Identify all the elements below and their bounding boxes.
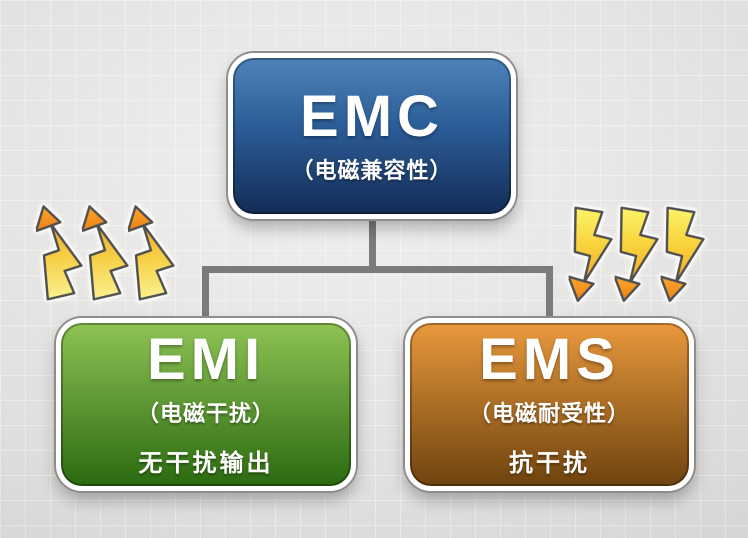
- node-ems-title: EMS: [479, 327, 620, 392]
- lightning-bolts-group: [568, 206, 707, 306]
- node-emi-note: 无干扰输出: [138, 450, 274, 477]
- emission-arrows-group: [34, 202, 176, 302]
- lightning-bolt-icon: [568, 206, 613, 302]
- node-emi-title: EMI: [146, 327, 266, 392]
- node-emc-title: EMC: [300, 83, 444, 149]
- lightning-bolt-icon: [660, 206, 705, 302]
- node-emi-subtitle: （电磁干扰）: [136, 401, 275, 426]
- connector-left-vertical: [202, 266, 209, 323]
- node-emi: EMI （电磁干扰） 无干扰输出: [56, 318, 356, 491]
- lightning-bolt-icon: [614, 206, 659, 302]
- node-ems-note: 抗干扰: [509, 450, 590, 477]
- connector-right-vertical: [546, 266, 553, 323]
- zigzag-up-arrow-icon: [80, 205, 129, 301]
- connector-root-vertical: [369, 214, 376, 273]
- node-ems-subtitle: （电磁耐受性）: [468, 401, 630, 426]
- node-ems: EMS （电磁耐受性） 抗干扰: [405, 318, 694, 491]
- node-emc: EMC （电磁兼容性）: [228, 53, 516, 219]
- node-emc-subtitle: （电磁兼容性）: [291, 157, 453, 183]
- zigzag-up-arrow-icon: [34, 205, 83, 301]
- zigzag-up-arrow-icon: [126, 205, 175, 301]
- connector-horizontal: [202, 266, 553, 273]
